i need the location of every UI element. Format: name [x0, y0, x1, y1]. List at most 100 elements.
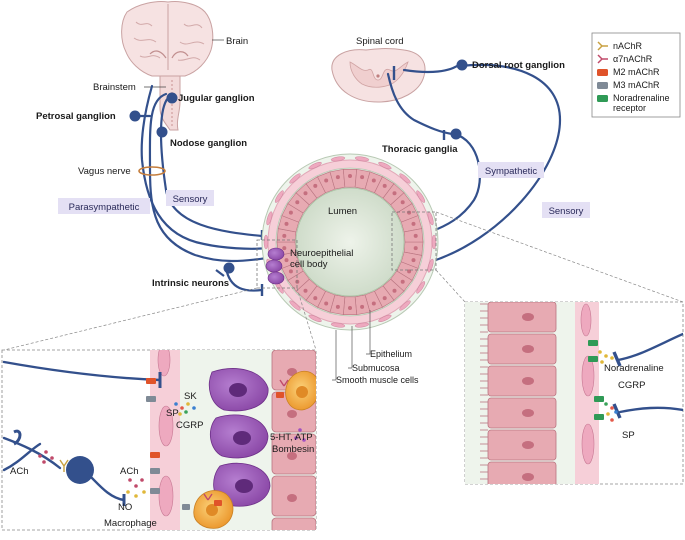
epithelial-nucleus — [288, 269, 293, 274]
dorsal-root-ganglion-label: Dorsal root ganglion — [472, 60, 565, 71]
epithelial-nucleus — [303, 191, 308, 196]
macrophage-label: Macrophage — [104, 518, 157, 529]
epithelial-nucleus — [522, 345, 534, 353]
epithelial-nucleus — [522, 313, 534, 321]
right-panel-nerves — [616, 332, 683, 414]
mediator-vesicle — [604, 402, 608, 406]
mediator-vesicle — [134, 484, 138, 488]
ach-label-1: ACh — [10, 466, 28, 477]
left-panel-neuron — [66, 456, 94, 484]
noradrenaline-label: Noradrenaline — [604, 363, 664, 374]
legend-swatch — [597, 95, 608, 102]
left-zoom-marker — [256, 239, 298, 289]
mediator-vesicle — [192, 406, 196, 410]
smooth-muscle-cell — [431, 234, 437, 250]
smooth-muscle-cell — [274, 190, 284, 203]
epithelial-nucleus — [522, 377, 534, 385]
epithelial-nucleus — [284, 221, 289, 226]
mediator-vesicle — [134, 494, 138, 498]
epithelial-nucleus — [360, 175, 365, 180]
mediator-vesicle — [298, 428, 302, 432]
macrophage-lower — [193, 490, 234, 529]
epithelial-nucleus — [287, 410, 297, 418]
neuroepithelial-label-1: Neuroepithelial — [290, 248, 353, 259]
sp-label-left: SP — [166, 408, 179, 419]
epithelial-nucleus — [282, 246, 287, 251]
layer-callout-lines — [332, 310, 371, 381]
petrosal-ganglion-label: Petrosal ganglion — [36, 111, 116, 122]
submucosa-label: Submucosa — [352, 363, 400, 373]
epithelial-nucleus — [371, 301, 376, 306]
vagus-nerve-label: Vagus nerve — [78, 166, 131, 177]
smooth-muscle-cell — [308, 314, 322, 323]
lumen-label: Lumen — [328, 206, 357, 217]
left-panel-receptors — [59, 378, 289, 510]
epithelial-nucleus — [392, 288, 397, 293]
bombesin-label: Bombesin — [272, 444, 314, 455]
airway-cross-section — [261, 153, 439, 331]
vagus-nerve-fibres — [132, 84, 270, 292]
smooth-muscle-cell — [354, 322, 370, 328]
mediator-vesicle — [186, 402, 190, 406]
macrophage-upper — [285, 370, 316, 411]
jugular-ganglion-node — [166, 92, 178, 104]
mediator-vesicle — [614, 410, 618, 414]
epithelial-nucleus — [400, 200, 405, 205]
sensory-tag-left: Sensory — [166, 190, 214, 206]
epithelium-label: Epithelium — [370, 349, 412, 359]
mediator-vesicle — [128, 478, 132, 482]
nodose-ganglion-node — [156, 126, 168, 138]
smooth-muscle-cell — [378, 161, 392, 170]
smooth-muscle-cell — [330, 156, 346, 162]
sympathetic-tag: Sympathetic — [478, 162, 544, 178]
mediator-vesicle — [302, 438, 306, 442]
smooth-muscle-cell — [289, 300, 301, 311]
svg-text:Sensory: Sensory — [173, 194, 208, 205]
left-panel-nerves — [2, 360, 162, 502]
sp-label-right: SP — [622, 430, 635, 441]
epithelial-nucleus — [371, 178, 376, 183]
legend-swatch — [597, 82, 608, 89]
epithelial-nucleus — [313, 183, 318, 188]
mediator-vesicle — [600, 360, 604, 364]
legend-label: Noradrenaline — [613, 93, 670, 103]
mediator-vesicle — [184, 410, 188, 414]
legend-swatch — [597, 54, 608, 64]
thoracic-ganglia-label: Thoracic ganglia — [382, 144, 458, 155]
ach-label-2: ACh — [120, 466, 138, 477]
mediator-vesicle — [610, 406, 614, 410]
intrinsic-neuron-node — [223, 262, 235, 274]
epithelial-nucleus — [392, 191, 397, 196]
epithelial-nucleus — [411, 221, 416, 226]
epithelial-nucleus — [360, 304, 365, 309]
smooth-muscle-cell — [289, 173, 301, 184]
spinal-cord-illustration — [331, 48, 426, 103]
legend-label: M3 mAChR — [613, 80, 660, 90]
smooth-muscle-cell — [416, 281, 426, 294]
right-detail-panel — [464, 301, 684, 485]
epithelial-nucleus — [400, 279, 405, 284]
intrinsic-neurons-label: Intrinsic neurons — [152, 278, 229, 289]
smooth-muscle-cell — [308, 161, 322, 170]
epithelial-nucleus — [522, 441, 534, 449]
svg-text:Sensory: Sensory — [549, 206, 584, 217]
mediator-vesicle — [180, 406, 184, 410]
legend-swatch — [597, 41, 608, 51]
epithelial-nucleus — [522, 409, 534, 417]
epithelial-nucleus — [295, 200, 300, 205]
nodose-ganglion-label: Nodose ganglion — [170, 138, 247, 149]
mediator-vesicle — [174, 402, 178, 406]
epithelial-nucleus — [348, 174, 352, 178]
epithelial-nucleus — [335, 175, 340, 180]
right-zoom-marker — [391, 211, 437, 271]
mediator-vesicle — [126, 490, 130, 494]
smooth-muscle-cell — [399, 173, 411, 184]
epithelial-cell — [342, 296, 358, 315]
epithelial-nucleus — [411, 258, 416, 263]
mediator-vesicle — [604, 354, 608, 358]
left-panel-mediator-dots — [38, 402, 306, 498]
epithelial-nucleus — [287, 452, 297, 460]
